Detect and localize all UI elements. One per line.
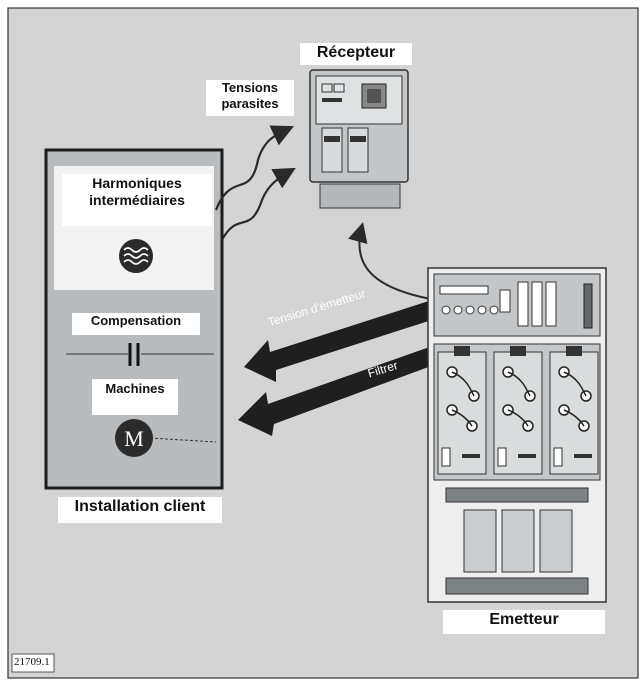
interharmonics-label: Harmoniques intermédiaires xyxy=(89,175,185,208)
compensation-label: Compensation xyxy=(90,313,182,328)
transmitter-voltage-arrows xyxy=(238,300,442,436)
motor-icon: M xyxy=(115,419,217,457)
motor-symbol: M xyxy=(124,426,144,451)
machines-label: Machines xyxy=(105,381,165,396)
signal-arrow xyxy=(348,222,437,301)
transmitter-cabinet xyxy=(427,267,607,634)
receiver-device xyxy=(206,43,412,209)
wave-icon xyxy=(119,239,153,273)
customer-installation-label: Installation client xyxy=(74,498,206,515)
reference-box xyxy=(11,653,55,673)
customer-installation: M xyxy=(44,148,224,523)
reference-number: 21709.1 xyxy=(14,656,50,668)
parasitic-voltage-label: Tensions parasites xyxy=(221,80,279,111)
capacitor-icon xyxy=(66,343,214,366)
transmitter-label: Emetteur xyxy=(489,611,559,628)
receiver-label: Récepteur xyxy=(316,44,396,61)
parasitic-voltage-arrows xyxy=(214,125,296,241)
